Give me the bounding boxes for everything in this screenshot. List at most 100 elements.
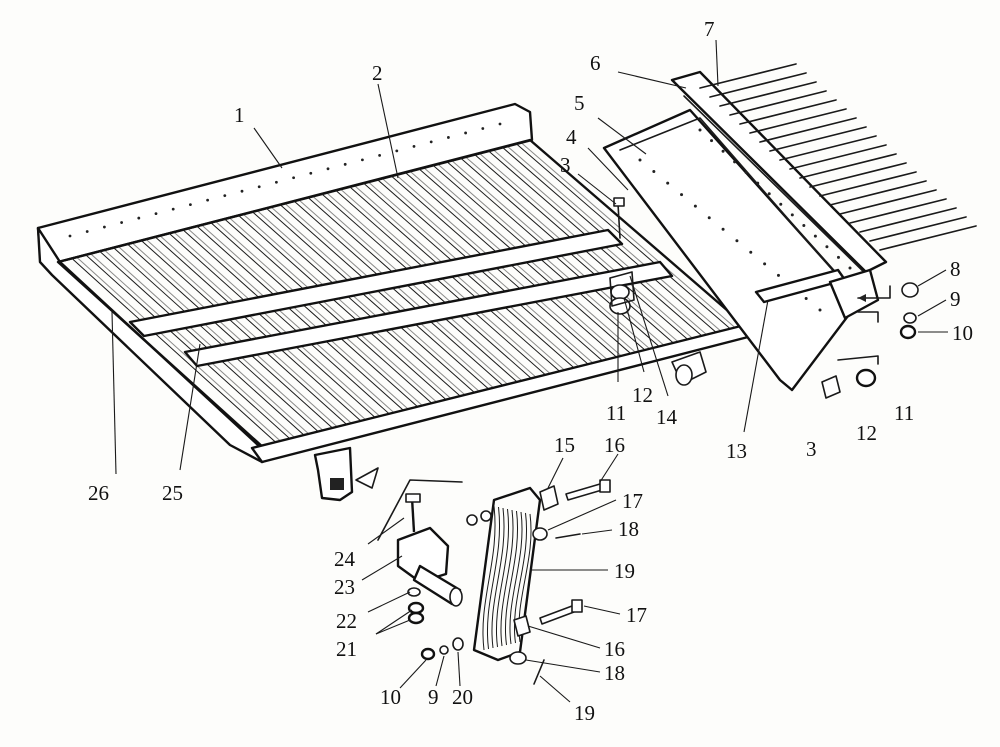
bolt-17-head [571, 599, 583, 613]
grate-slat [335, 189, 555, 384]
nut-12-upper [610, 284, 630, 300]
wood-grain-line [491, 507, 505, 649]
comb-tine [749, 108, 847, 134]
callout-2: 2 [372, 61, 383, 85]
plate-hole [652, 170, 656, 174]
leader-lines [111, 39, 948, 703]
rail-hole [223, 194, 227, 198]
rail-hole [326, 167, 330, 171]
grate-slat [293, 200, 513, 395]
bolt-8 [901, 282, 919, 298]
comb-tine [769, 126, 867, 152]
comb-plate-holes [638, 128, 852, 312]
grate-slat [307, 197, 527, 391]
rail-hole [309, 171, 313, 175]
callout-18-lower: 18 [604, 661, 625, 685]
callout-3-lower: 3 [806, 437, 817, 461]
grate-slat-shadow [270, 206, 490, 401]
rail-hole [120, 221, 123, 224]
callout-4: 4 [566, 125, 577, 149]
comb-tine [879, 225, 977, 251]
washer-9-lower [439, 645, 449, 655]
rail-hole [154, 212, 158, 216]
plate-hole [804, 296, 808, 300]
callout-16-upper: 16 [604, 433, 625, 457]
washer-22 [407, 587, 421, 597]
crossbar-middle [183, 260, 674, 368]
rail-hole [481, 127, 485, 130]
callout-12-upper: 12 [632, 383, 653, 407]
grate-slat [349, 186, 569, 380]
comb-tines [699, 63, 977, 251]
comb-tine [869, 216, 967, 242]
assembly-arrow-main-head [355, 467, 379, 489]
callout-16-lower: 16 [604, 637, 625, 661]
callout-6: 6 [590, 51, 601, 75]
nut-upper-left-b [480, 510, 492, 522]
grate-slat-shadow [423, 167, 644, 360]
callout-20: 20 [452, 685, 473, 709]
clamp-plate [609, 271, 635, 307]
grate-slat-shadow [145, 239, 365, 435]
callout-24: 24 [334, 547, 356, 571]
grate-slat-shadow [159, 235, 379, 432]
comb-tine [829, 180, 927, 206]
plate-hole [749, 250, 753, 254]
grate-fasteners [609, 197, 635, 315]
grate-slat [279, 204, 499, 399]
rail-hole [240, 189, 244, 193]
grate-slat [238, 214, 457, 410]
callout-13: 13 [726, 439, 747, 463]
grate-slat [376, 179, 597, 372]
rail-hole [137, 216, 141, 220]
front-lip [250, 323, 754, 464]
grate-slat [154, 236, 374, 433]
grate-slat [418, 168, 639, 361]
callout-14: 14 [656, 405, 678, 429]
comb-tine [799, 153, 897, 179]
pivot-pin-end [675, 364, 693, 386]
comb-side-bracket [828, 268, 880, 320]
grate-slat-shadow [215, 221, 435, 416]
bolt-3-shank [617, 203, 621, 239]
grate-slat-shadow [437, 163, 658, 356]
callout-11-lower: 11 [894, 401, 914, 425]
grate-slat [321, 193, 541, 387]
plate-hole [818, 308, 822, 312]
comb-tine [709, 72, 807, 98]
rail-hole [498, 122, 502, 126]
plate-hole [721, 227, 725, 231]
plate-15 [539, 485, 559, 511]
grate-slat-shadow [257, 210, 476, 405]
comb-fasteners [821, 282, 919, 399]
grate-slat-shadow [368, 181, 588, 375]
callout-23: 23 [334, 575, 355, 599]
bolt-16-head [599, 479, 611, 493]
callout-22: 22 [336, 609, 357, 633]
grate-slat-shadow [409, 170, 630, 364]
grate-slat-shadow [395, 174, 616, 368]
grate-slat [224, 218, 443, 414]
stub-shaft-end [449, 587, 463, 607]
plate-hole [756, 181, 760, 185]
wood-grain-line [514, 512, 527, 644]
grate-slat [182, 229, 402, 425]
nut-21b [407, 611, 425, 625]
assembly-arrow-main [377, 479, 463, 541]
comb-tine [739, 99, 837, 125]
callout-19-upper: 19 [614, 559, 635, 583]
callout-19-lower: 19 [574, 701, 595, 725]
rail-hole [85, 230, 89, 233]
rail-hole [257, 185, 261, 189]
rail-hole [447, 136, 450, 139]
comb-tine [819, 171, 917, 197]
plate-hole [779, 202, 783, 206]
comb-tine [719, 81, 817, 107]
grate-slat-shadow [298, 199, 518, 394]
callout-11-upper: 11 [606, 401, 626, 425]
grate-slat [168, 232, 388, 429]
grate-slat-shadow [173, 231, 393, 428]
comb-tine [789, 144, 887, 170]
callout-3-upper: 3 [560, 153, 571, 177]
